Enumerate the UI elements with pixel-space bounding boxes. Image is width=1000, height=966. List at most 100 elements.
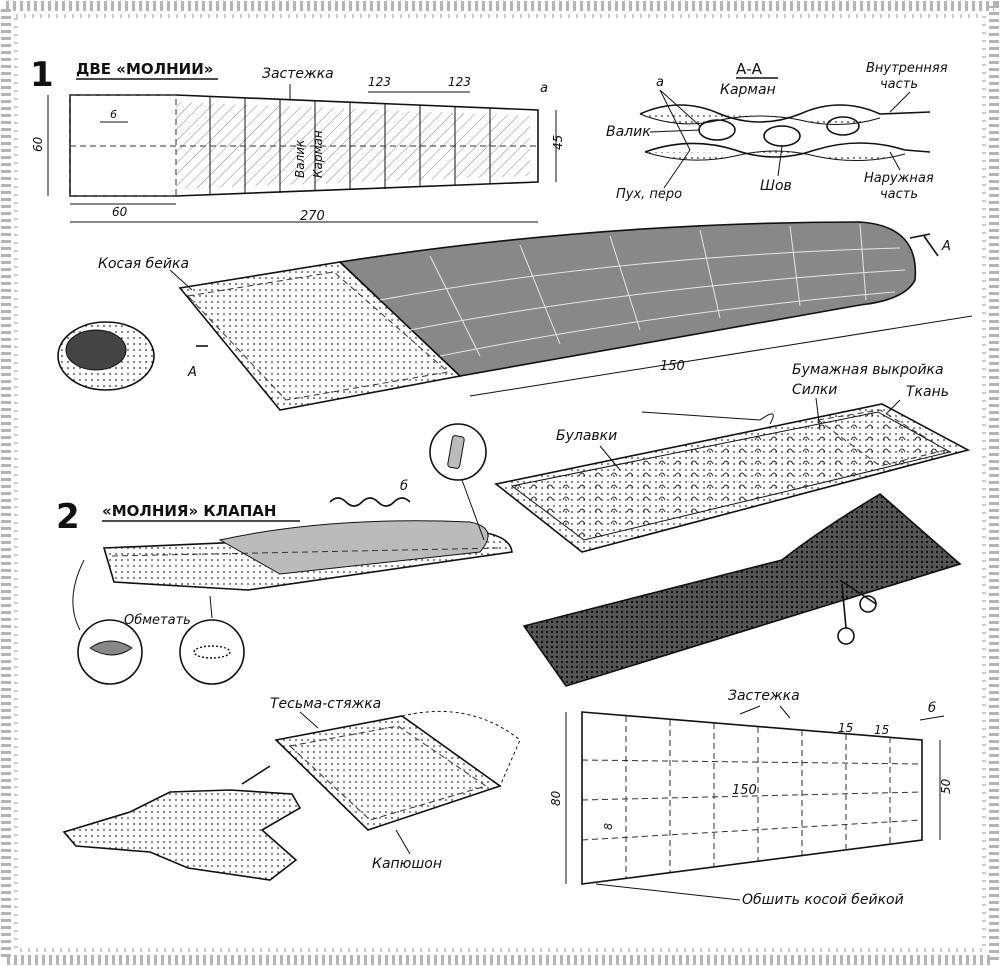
section-shov-label: Шов — [760, 178, 792, 194]
obshit-leader — [595, 883, 741, 901]
lower-b-label: б — [928, 701, 936, 716]
figure-2-number: 2 — [56, 497, 80, 537]
lower-zastezhka-label: Застежка — [728, 688, 800, 704]
dim-45: 45 — [551, 135, 565, 150]
seam-detail-right — [193, 645, 231, 659]
bag-dim-150: 150 — [660, 359, 685, 374]
section-leader-lines — [649, 89, 911, 189]
dim-123-a: 123 — [368, 75, 391, 89]
zipper-pull-magnifier — [429, 423, 487, 481]
section-lower-layer — [644, 142, 931, 158]
section-valik-right — [826, 116, 860, 136]
lower-dim-150: 150 — [732, 783, 757, 798]
tesma-leader — [299, 711, 319, 729]
flap-quilted — [218, 520, 489, 575]
dark-fabric — [522, 493, 962, 687]
figure-1-title: ДВЕ «МОЛНИИ» — [76, 60, 213, 78]
hood-figure: Тесьма-стяжка Капюшон — [62, 696, 521, 881]
needle-eye — [759, 413, 774, 425]
lower-dim-50: 50 — [939, 778, 953, 794]
lower-pattern-grid — [581, 716, 923, 878]
figure-2-zipper-flap: 2 «МОЛНИЯ» КЛАПАН б Обметать — [56, 423, 513, 685]
lower-pattern: Застежка б 15 15 150 80 50 8 Обшить косо… — [549, 688, 953, 908]
pinned-pattern: Бумажная выкройка Силки Ткань Булавки — [494, 362, 971, 553]
dim-60-left: 60 — [31, 136, 45, 152]
section-naruzh-label-1: Наружная — [864, 171, 934, 186]
sweater-sketch — [62, 789, 302, 881]
fig2-obmetat-label: Обметать — [124, 613, 191, 628]
marker-a-right-tick — [909, 233, 939, 257]
figure-1-pattern: 1 ДВЕ «МОЛНИИ» Застежка Валик Карман 123… — [30, 55, 565, 224]
section-title: А-А — [736, 60, 763, 78]
bag-marker-a-right: А — [941, 239, 951, 254]
lower-obshit-label: Обшить косой бейкой — [742, 892, 904, 908]
dim-6-label: 6 — [110, 108, 117, 121]
hood-lacing — [401, 711, 521, 787]
lower-dim-15b: 15 — [874, 723, 889, 737]
magnifier-leader-top — [461, 479, 485, 541]
section-naruzh-label-2: часть — [880, 187, 918, 202]
scissors-icon — [837, 579, 877, 645]
dim-60-bottom: 60 — [112, 205, 128, 219]
fig1-zastezhka-label: Застежка — [262, 66, 334, 82]
section-vnutr-label-2: часть — [880, 77, 918, 92]
pattern-tkan-label: Ткань — [906, 384, 949, 400]
fig2-b-label: б — [400, 479, 408, 494]
figure-1-number: 1 — [30, 55, 54, 95]
hood-inner-border — [288, 725, 488, 821]
section-upper-layer — [639, 104, 931, 123]
section-valik-label: Валик — [606, 124, 651, 140]
hood-arrow-icon — [241, 765, 271, 785]
pattern-leader-lines — [599, 397, 901, 471]
figure-2-title: «МОЛНИЯ» КЛАПАН — [102, 502, 276, 520]
bag-quilted-part — [338, 221, 917, 377]
zipper-chain-detail — [329, 497, 411, 507]
bag-quilting-lines — [379, 223, 906, 357]
section-upper-fill — [639, 113, 881, 125]
section-valik-center — [763, 125, 801, 147]
zipper-pull-icon — [447, 435, 465, 469]
pattern-silki-label: Силки — [792, 382, 837, 398]
dark-fabric-sheet — [522, 493, 962, 687]
section-valik-left — [698, 119, 736, 141]
section-a-a: А-А а Карман Внутренняя часть Валик Пух,… — [606, 60, 948, 202]
lower-pattern-outline — [581, 711, 923, 885]
kapyushon-leader — [395, 829, 411, 855]
pattern-valik-label: Валик — [293, 139, 307, 178]
seam-magnifier-left — [77, 619, 143, 685]
pattern-paper — [510, 411, 952, 541]
pattern-bulavki-label: Булавки — [556, 428, 617, 444]
bag-head-roll-inner — [65, 329, 127, 371]
dim-a-label: а — [540, 81, 548, 96]
lower-dim-8: 8 — [602, 823, 615, 830]
needle-line — [641, 411, 761, 421]
section-karman-label: Карман — [720, 82, 776, 98]
flap-zipper-line — [111, 547, 501, 557]
lower-b-leader — [919, 715, 945, 721]
pattern-clear-end — [816, 409, 948, 467]
pattern-karman-label: Карман — [311, 130, 325, 178]
magnifier-leader-right — [209, 595, 213, 619]
sleeping-bag-open: Косая бейка А А 150 — [57, 221, 973, 411]
section-a-label: а — [656, 75, 664, 90]
dim-123-b: 123 — [448, 75, 471, 89]
section-vnutr-label-1: Внутренняя — [866, 61, 948, 76]
bag-flat-inner-border — [186, 271, 450, 401]
lower-dim-80: 80 — [549, 790, 563, 806]
hood-kapyushon-label: Капюшон — [372, 856, 442, 872]
bag-marker-a-left: А — [187, 365, 197, 380]
seam-detail-left — [89, 640, 133, 656]
section-lower-fill — [644, 150, 906, 161]
lower-zastezhka-arrows — [739, 705, 791, 719]
bag-kosaya-label: Косая бейка — [98, 256, 189, 272]
bag-dim-150-line — [469, 315, 973, 397]
lower-dim-15a: 15 — [838, 721, 853, 735]
section-puh-label: Пух, перо — [616, 187, 682, 202]
hood-tesma-label: Тесьма-стяжка — [270, 696, 381, 712]
dim-270: 270 — [300, 209, 325, 224]
magnifier-leader-left — [72, 559, 85, 631]
pattern-bumazhnaya-label: Бумажная выкройка — [792, 362, 944, 378]
seam-magnifier-right — [179, 619, 245, 685]
